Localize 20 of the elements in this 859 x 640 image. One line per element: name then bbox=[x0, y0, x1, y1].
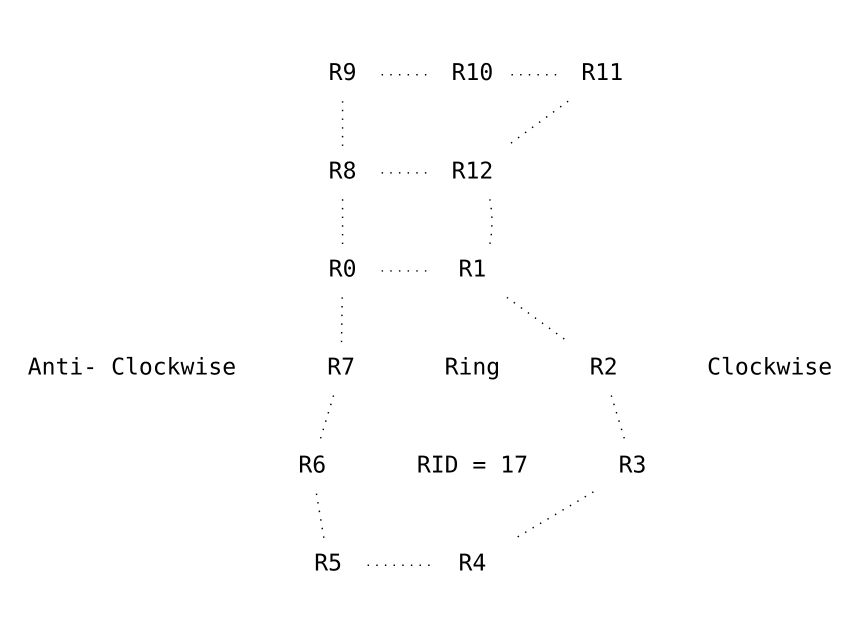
label: Ring bbox=[444, 354, 500, 381]
node-text: R2 bbox=[590, 354, 618, 381]
connector bbox=[610, 395, 626, 441]
node-text: R4 bbox=[458, 550, 486, 577]
node-text: R6 bbox=[298, 452, 326, 479]
node-text: R5 bbox=[314, 550, 342, 577]
node-text: R1 bbox=[458, 256, 486, 282]
node-text: R12 bbox=[452, 158, 494, 184]
node-text: R8 bbox=[328, 158, 356, 184]
connector bbox=[319, 395, 334, 441]
label: RID = 17 bbox=[416, 452, 528, 479]
label: Clockwise bbox=[707, 354, 832, 381]
node-text: R0 bbox=[328, 256, 356, 282]
node-text: R9 bbox=[328, 60, 356, 86]
label: Anti- Clockwise bbox=[28, 354, 236, 381]
node-text: R3 bbox=[618, 452, 646, 479]
node-text: R7 bbox=[327, 354, 356, 381]
connector bbox=[316, 494, 325, 539]
node-text: R10 bbox=[452, 60, 494, 86]
node-text: R11 bbox=[581, 60, 624, 86]
